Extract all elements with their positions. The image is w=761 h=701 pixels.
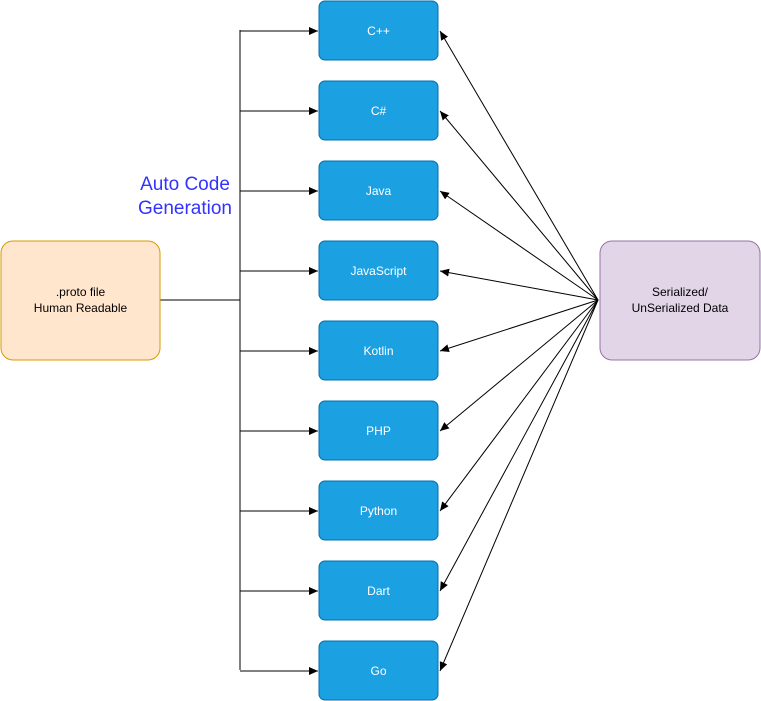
language-label: C# <box>371 104 387 118</box>
language-label: Go <box>370 664 386 678</box>
proto-file-label-line2: Human Readable <box>34 301 128 315</box>
proto-file-box <box>0 240 161 361</box>
language-node-php[interactable]: PHP <box>318 400 439 461</box>
language-label: Java <box>366 184 392 198</box>
language-node-dart[interactable]: Dart <box>318 560 439 621</box>
language-node-javascript[interactable]: JavaScript <box>318 240 439 301</box>
serialization-arrows <box>439 30 599 672</box>
serialized-data-label-line1: Serialized/ <box>652 285 709 299</box>
serialization-arrow-javascript <box>439 268 599 301</box>
heading-line2: Generation <box>138 198 232 219</box>
language-label: Dart <box>367 584 390 598</box>
language-node-kotlin[interactable]: Kotlin <box>318 320 439 381</box>
serialization-arrow-dart <box>439 299 599 592</box>
serialization-arrow-go <box>439 299 599 672</box>
source-connectors <box>160 30 241 670</box>
serialization-arrow-php <box>439 299 599 432</box>
language-box <box>318 320 439 381</box>
language-box <box>318 640 439 701</box>
language-box <box>318 80 439 141</box>
language-box <box>318 400 439 461</box>
heading-line1: Auto Code <box>140 174 230 195</box>
language-box <box>318 560 439 621</box>
serialized-data-label-line2: UnSerialized Data <box>632 301 729 315</box>
language-box <box>318 0 439 61</box>
language-node-csharp[interactable]: C# <box>318 80 439 141</box>
language-box <box>318 160 439 221</box>
language-box <box>318 240 439 301</box>
language-label: Kotlin <box>363 344 393 358</box>
language-box <box>318 480 439 541</box>
serialization-arrow-cplusplus <box>439 30 599 301</box>
serialization-arrow-csharp <box>439 110 599 301</box>
proto-file-label-line1: .proto file <box>56 285 106 299</box>
language-node-python[interactable]: Python <box>318 480 439 541</box>
language-node-go[interactable]: Go <box>318 640 439 701</box>
proto-file-node[interactable]: .proto file Human Readable <box>0 240 161 361</box>
language-label: Python <box>360 504 397 518</box>
serialized-data-box <box>599 240 761 361</box>
language-label: PHP <box>366 424 391 438</box>
serialization-arrow-kotlin <box>439 299 599 353</box>
serialized-data-node[interactable]: Serialized/ UnSerialized Data <box>599 240 761 361</box>
auto-code-generation-heading: Auto Code Generation <box>138 174 232 219</box>
language-node-java[interactable]: Java <box>318 160 439 221</box>
language-label: JavaScript <box>350 264 407 278</box>
serialization-arrow-python <box>439 299 599 512</box>
generation-arrows <box>240 27 318 675</box>
serialization-arrow-java <box>439 190 599 301</box>
language-label: C++ <box>367 24 390 38</box>
language-node-cplusplus[interactable]: C++ <box>318 0 439 61</box>
